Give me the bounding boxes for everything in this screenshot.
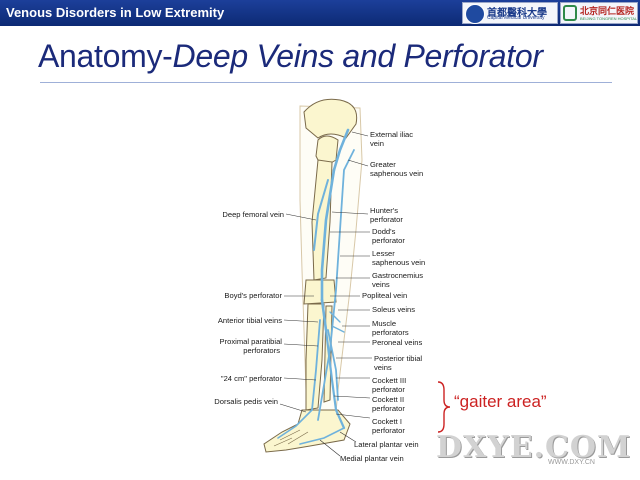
external-iliac-vein xyxy=(332,128,350,172)
university-seal-icon xyxy=(465,4,485,24)
label-gastrocnemius: Gastrocnemius xyxy=(372,271,423,280)
label-lesser-saphenous-2: saphenous vein xyxy=(372,258,425,267)
gaiter-area-label: “gaiter area” xyxy=(454,392,547,411)
femoral-vein xyxy=(320,168,336,302)
label-greater-saphenous-2: saphenous vein xyxy=(370,169,423,178)
label-lateral-plantar: Lateral plantar vein xyxy=(354,440,419,449)
tongren-hospital-logo: 北京同仁医院 BEIJING TONGREN HOSPITAL xyxy=(560,2,638,24)
posterior-tibial-veins xyxy=(324,328,346,430)
veins xyxy=(277,128,355,445)
label-hunters: Hunter's xyxy=(370,206,398,215)
label-dodds-2: perforator xyxy=(372,236,405,245)
header-title: Venous Disorders in Low Extremity xyxy=(6,5,225,20)
label-gastrocnemius-2: veins xyxy=(372,280,390,289)
label-peroneal: Peroneal veins xyxy=(372,338,422,347)
label-soleus: Soleus veins xyxy=(372,305,415,314)
slide-title-italic: Deep Veins and Perforator xyxy=(172,38,544,74)
gaiter-brace xyxy=(437,381,451,433)
label-muscle: Muscle xyxy=(372,319,396,328)
greater-saphenous-vein xyxy=(317,149,355,421)
label-dorsalis-pedis: Dorsalis pedis vein xyxy=(214,397,278,406)
dorsalis-pedis-vein xyxy=(277,409,313,439)
popliteal-vein xyxy=(320,298,328,332)
foot-bones xyxy=(263,409,351,453)
logo-right-sub: BEIJING TONGREN HOSPITAL xyxy=(580,16,638,21)
knee-joint xyxy=(303,279,337,305)
slide-title-main: Anatomy- xyxy=(38,38,173,74)
label-dodds: Dodd's xyxy=(372,227,396,236)
label-popliteal: Popliteal vein xyxy=(362,291,407,300)
pelvis-bone xyxy=(303,98,358,139)
label-external-iliac: External iliac xyxy=(370,130,413,139)
anterior-tibial-veins xyxy=(311,319,321,411)
deep-femoral-vein xyxy=(313,179,329,251)
label-lesser-saphenous: Lesser xyxy=(372,249,395,258)
watermark: DXYE.COM xyxy=(436,430,632,465)
slide-title: Anatomy-Deep Veins and Perforator xyxy=(38,38,543,75)
label-cockett-2: Cockett II xyxy=(372,395,404,404)
logo-left-text: 首都醫科大學 xyxy=(487,8,547,19)
watermark-sub: WWW.DXY.CN xyxy=(548,459,595,466)
label-cockett-3-2: perforator xyxy=(372,385,405,394)
label-medial-plantar: Medial plantar vein xyxy=(340,454,404,463)
label-posterior-tibial: Posterior tibial xyxy=(374,354,422,363)
header-bar: Venous Disorders in Low Extremity 首都醫科大學… xyxy=(0,0,640,26)
plantar-veins xyxy=(299,427,345,445)
title-divider xyxy=(40,82,612,83)
peroneal-veins xyxy=(327,329,339,401)
label-boyds: Boyd's perforator xyxy=(224,291,282,300)
label-deep-femoral: Deep femoral vein xyxy=(222,210,284,219)
label-hunters-2: perforator xyxy=(370,215,403,224)
label-cockett-3: Cockett III xyxy=(372,376,406,385)
label-cockett-2-2: perforator xyxy=(372,404,405,413)
label-cockett-1-2: perforator xyxy=(372,426,405,435)
label-proximal-paratibial: Proximal paratibial xyxy=(220,337,283,346)
label-muscle-2: perforators xyxy=(372,328,409,337)
capital-medical-university-logo: 首都醫科大學 Capital Medical University xyxy=(462,2,558,24)
label-greater-saphenous: Greater xyxy=(370,160,396,169)
label-anterior-tibial: Anterior tibial veins xyxy=(218,316,282,325)
logo-left-sub: Capital Medical University xyxy=(487,15,545,21)
label-proximal-paratibial-2: perforators xyxy=(243,346,280,355)
label-24cm: "24 cm" perforator xyxy=(221,374,283,383)
label-cockett-1: Cockett I xyxy=(372,417,402,426)
label-posterior-tibial-2: veins xyxy=(374,363,392,372)
femur-bone xyxy=(311,159,333,281)
logo-right-text: 北京同仁医院 xyxy=(580,6,635,16)
label-external-iliac-2: vein xyxy=(370,139,384,148)
hospital-seal-icon xyxy=(563,5,577,21)
soleus-veins xyxy=(329,311,345,333)
